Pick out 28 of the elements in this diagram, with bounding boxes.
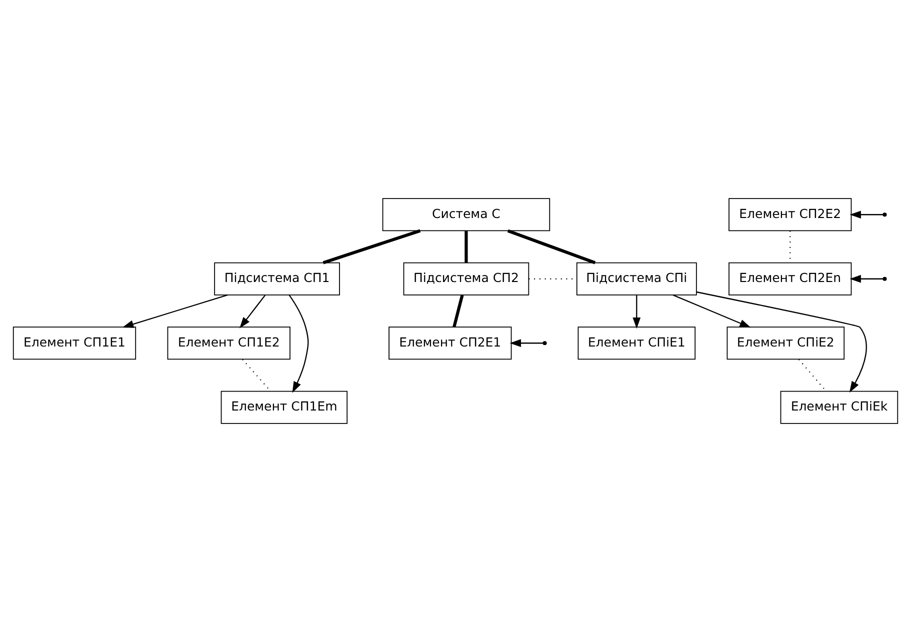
connector [452, 294, 464, 327]
connector [464, 230, 468, 262]
arrow [122, 294, 228, 328]
node-box: Елемент СП2Е1 [388, 326, 512, 360]
arrow [632, 294, 641, 328]
node-box: Елемент СП1Е1 [12, 326, 136, 360]
arrow [510, 338, 543, 347]
node-box: Система С [382, 198, 550, 231]
node-box: Елемент СПiЕ1 [578, 326, 696, 360]
connector [507, 228, 596, 264]
arrow [288, 294, 309, 392]
arrow [696, 290, 867, 392]
node-box: Елемент СП1Е2 [167, 326, 290, 360]
arrow [850, 210, 883, 218]
node-box: Елемент СПiЕ2 [726, 326, 845, 360]
arrow [240, 294, 266, 328]
node-box: Підсистема СП2 [403, 262, 530, 295]
node-box: Елемент СП1Еm [220, 390, 348, 424]
node-box: Підсистема СПi [576, 262, 697, 295]
arrow [850, 274, 883, 282]
node-box: Елемент СП2Еn [728, 262, 852, 295]
node-box: Підсистема СП1 [214, 262, 340, 295]
node-box: Елемент СП2Е2 [728, 198, 852, 231]
connector [322, 228, 421, 264]
node-box: Елемент СПiЕk [780, 390, 898, 424]
connector [798, 358, 827, 392]
connector [242, 358, 272, 392]
arrow [672, 294, 751, 328]
